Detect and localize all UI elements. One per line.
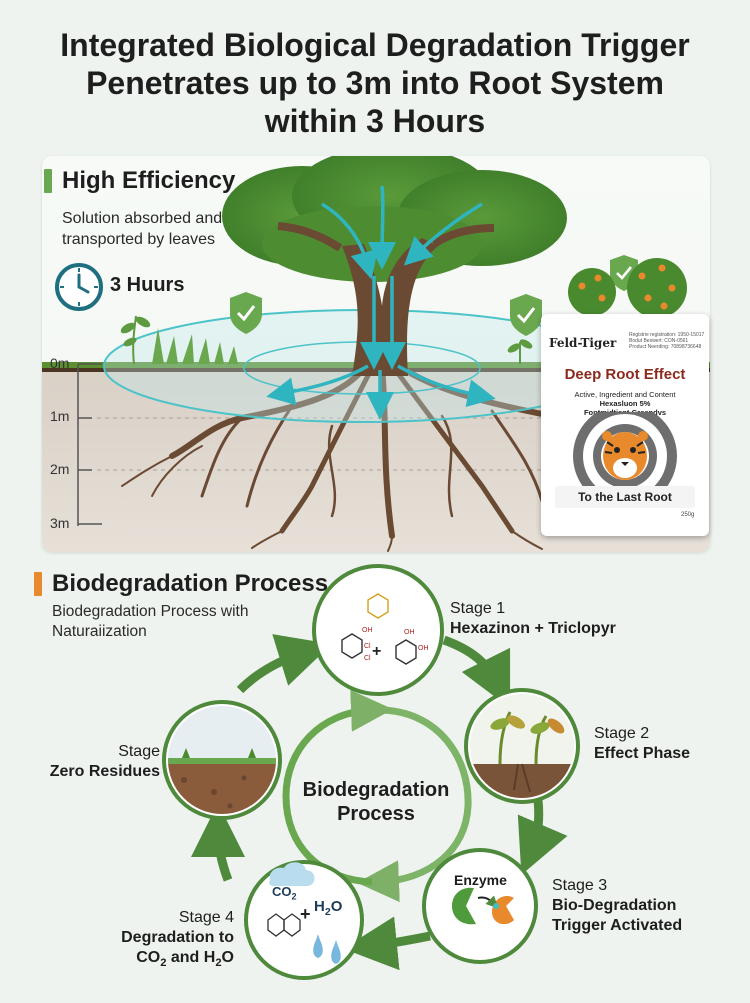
- stage-4-title: Stage 4: [178, 909, 234, 926]
- stage-3-name-line-2: Trigger Activated: [552, 917, 683, 934]
- product-slogan: To the Last Root: [555, 486, 695, 508]
- efficiency-heading: High Efficiency: [44, 167, 235, 195]
- stage-4-label: Stage 4 Degradation to CO2 and H2O: [104, 908, 234, 973]
- heading-accent-bar: [44, 169, 52, 193]
- ingredients-line-2: Hexasluon 5%: [599, 399, 651, 408]
- cycle-arrows: [191, 634, 568, 971]
- tiger-target-illustration: [573, 412, 677, 488]
- check-shield-icon: [510, 294, 542, 336]
- grass-left: [152, 328, 238, 364]
- biodegradation-heading: Biodegradation Process: [34, 570, 328, 598]
- stage-2-name: Effect Phase: [594, 745, 691, 762]
- stage-5-title: Stage: [118, 743, 160, 760]
- seedling-left: [120, 315, 151, 365]
- svg-text:OH: OH: [404, 629, 415, 636]
- stage-1-name: Hexazinon + Triclopyr: [450, 620, 616, 637]
- depth-label-2m: 2m: [50, 461, 70, 477]
- time-label: 3 Huurs: [110, 274, 185, 296]
- check-shield-icon: [230, 292, 262, 334]
- stage-3-label: Stage 3 Bio-Degradation Trigger Activate…: [552, 876, 682, 936]
- svg-text:+: +: [372, 643, 381, 660]
- stage-2-title: Stage 2: [594, 725, 650, 742]
- stage-4-name-line-2: CO2 and H2O: [136, 949, 234, 970]
- stage-5-name: Zero Residues: [49, 763, 160, 780]
- stage-3-node: [422, 848, 538, 964]
- heading-accent-bar: [34, 572, 42, 596]
- center-line-1: Biodegradation: [302, 779, 450, 801]
- title-line-2: Penetrates up to 3m into Root System: [86, 65, 664, 101]
- enzyme-label: Enzyme: [454, 872, 507, 888]
- svg-text:OH: OH: [362, 627, 373, 634]
- svg-text:Cl: Cl: [364, 643, 371, 650]
- tree-crown: [222, 156, 567, 282]
- nutrient-flow-arrows: [266, 185, 496, 420]
- depth-label-1m: 1m: [50, 408, 70, 424]
- product-registration: Registrie registration: 1950-15017 Bodut…: [629, 332, 705, 350]
- stage-4-name-line-1: Degradation to: [121, 929, 234, 946]
- svg-text:Cl: Cl: [364, 655, 371, 662]
- depth-label-3m: 3m: [50, 515, 70, 531]
- title-line-3: within 3 Hours: [264, 103, 486, 139]
- product-name: Deep Root Effect: [564, 366, 686, 383]
- stage-4-node: [244, 860, 364, 980]
- depth-scale: [77, 363, 102, 526]
- depth-label-0m: 0m: [50, 355, 70, 371]
- title-line-1: Integrated Biological Degradation Trigge…: [60, 27, 690, 63]
- stage-1-label: Stage 1 Hexazinon + Triclopyr: [450, 599, 616, 639]
- h2o-formula: H2O: [314, 898, 343, 918]
- svg-text:OH: OH: [418, 645, 429, 652]
- stage-1-title: Stage 1: [450, 600, 506, 617]
- cycle-center-label: Biodegradation Process: [290, 778, 462, 826]
- page-title: Integrated Biological Degradation Trigge…: [0, 26, 750, 140]
- co2-formula: CO2: [272, 884, 297, 902]
- product-weight: 250g: [681, 512, 695, 518]
- efficiency-description: Solution absorbed and transported by lea…: [62, 210, 223, 248]
- center-line-2: Process: [337, 803, 415, 825]
- stage-2-label: Stage 2 Effect Phase: [594, 724, 690, 764]
- ingredients-line-1: Active, Ingredient and Content: [574, 390, 676, 399]
- product-brand: Feld-Tiger: [549, 336, 617, 350]
- plus-sign: +: [300, 904, 311, 924]
- product-package: Feld-Tiger Registrie registration: 1950-…: [541, 314, 709, 536]
- efficiency-heading-text: High Efficiency: [62, 167, 236, 194]
- stage-5-node: [162, 700, 282, 820]
- stage-5-label: Stage Zero Residues: [40, 742, 160, 782]
- biodegradation-description: Biodegradation Process with Naturaiizati…: [52, 603, 249, 640]
- stage-2-node: [464, 688, 580, 804]
- biodegradation-heading-text: Biodegradation Process: [52, 570, 329, 597]
- stage-3-title: Stage 3: [552, 877, 608, 894]
- stage-3-name-line-1: Bio-Degradation: [552, 897, 677, 914]
- clock-icon: [55, 263, 103, 311]
